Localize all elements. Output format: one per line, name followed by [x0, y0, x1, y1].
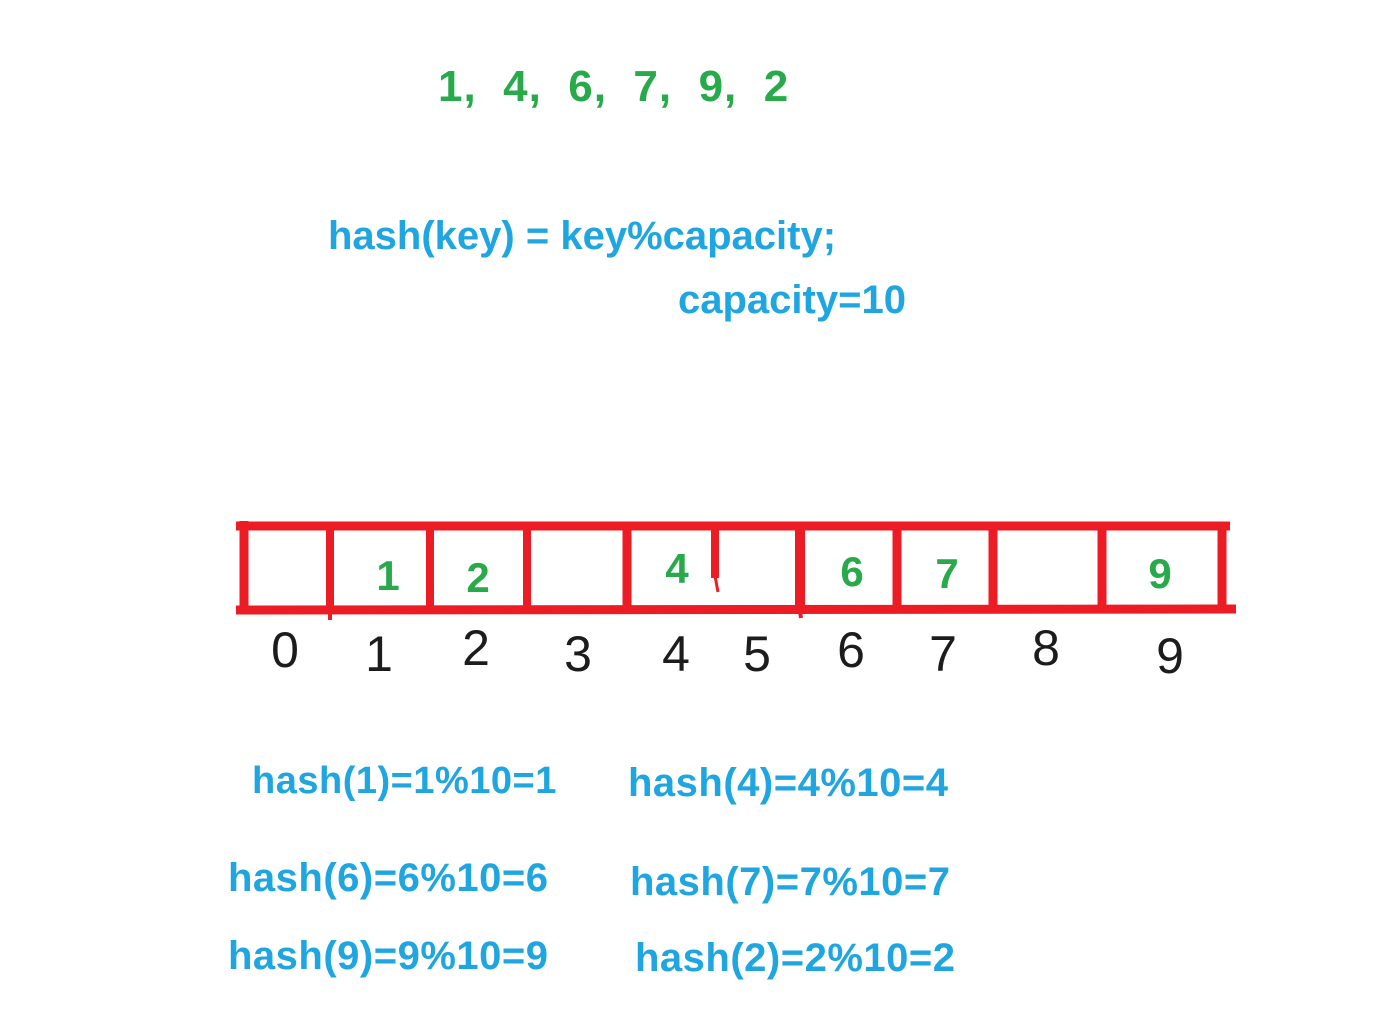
- cell-value: 7: [935, 550, 959, 597]
- hash-computation: hash(6)=6%10=6: [228, 856, 549, 900]
- cell-value: 1: [376, 552, 400, 599]
- cell-value: [1017, 550, 1077, 598]
- cell-index: 0: [271, 622, 299, 678]
- cell-value: 6: [840, 548, 864, 595]
- hash-computation: hash(2)=2%10=2: [635, 936, 956, 980]
- cell-index: 4: [662, 626, 690, 682]
- cell-value: [727, 550, 787, 598]
- cell-value: 2: [466, 554, 490, 601]
- cell-index: 6: [837, 622, 865, 678]
- cell-index: 5: [743, 626, 771, 682]
- capacity-value: capacity=10: [678, 278, 906, 322]
- hash-computation: hash(7)=7%10=7: [630, 860, 951, 904]
- cell-value: 4: [665, 545, 689, 592]
- hash-computation: hash(9)=9%10=9: [228, 934, 549, 978]
- cell-index: 9: [1156, 628, 1184, 684]
- cell-index: 8: [1032, 620, 1060, 676]
- hash-computation: hash(1)=1%10=1: [252, 760, 557, 802]
- cell-index: 1: [365, 626, 393, 682]
- hash-computation: hash(4)=4%10=4: [628, 761, 949, 805]
- cell-value: [255, 550, 315, 598]
- input-sequence: 1, 4, 6, 7, 9, 2: [438, 62, 790, 111]
- cell-index: 7: [929, 626, 957, 682]
- cell-value: [547, 550, 607, 598]
- cell-value: 9: [1148, 550, 1172, 597]
- hash-formula: hash(key) = key%capacity;: [328, 214, 837, 258]
- cell-index: 2: [462, 620, 490, 676]
- cell-index: 3: [564, 626, 592, 682]
- hash-table-grid: [235, 521, 1237, 620]
